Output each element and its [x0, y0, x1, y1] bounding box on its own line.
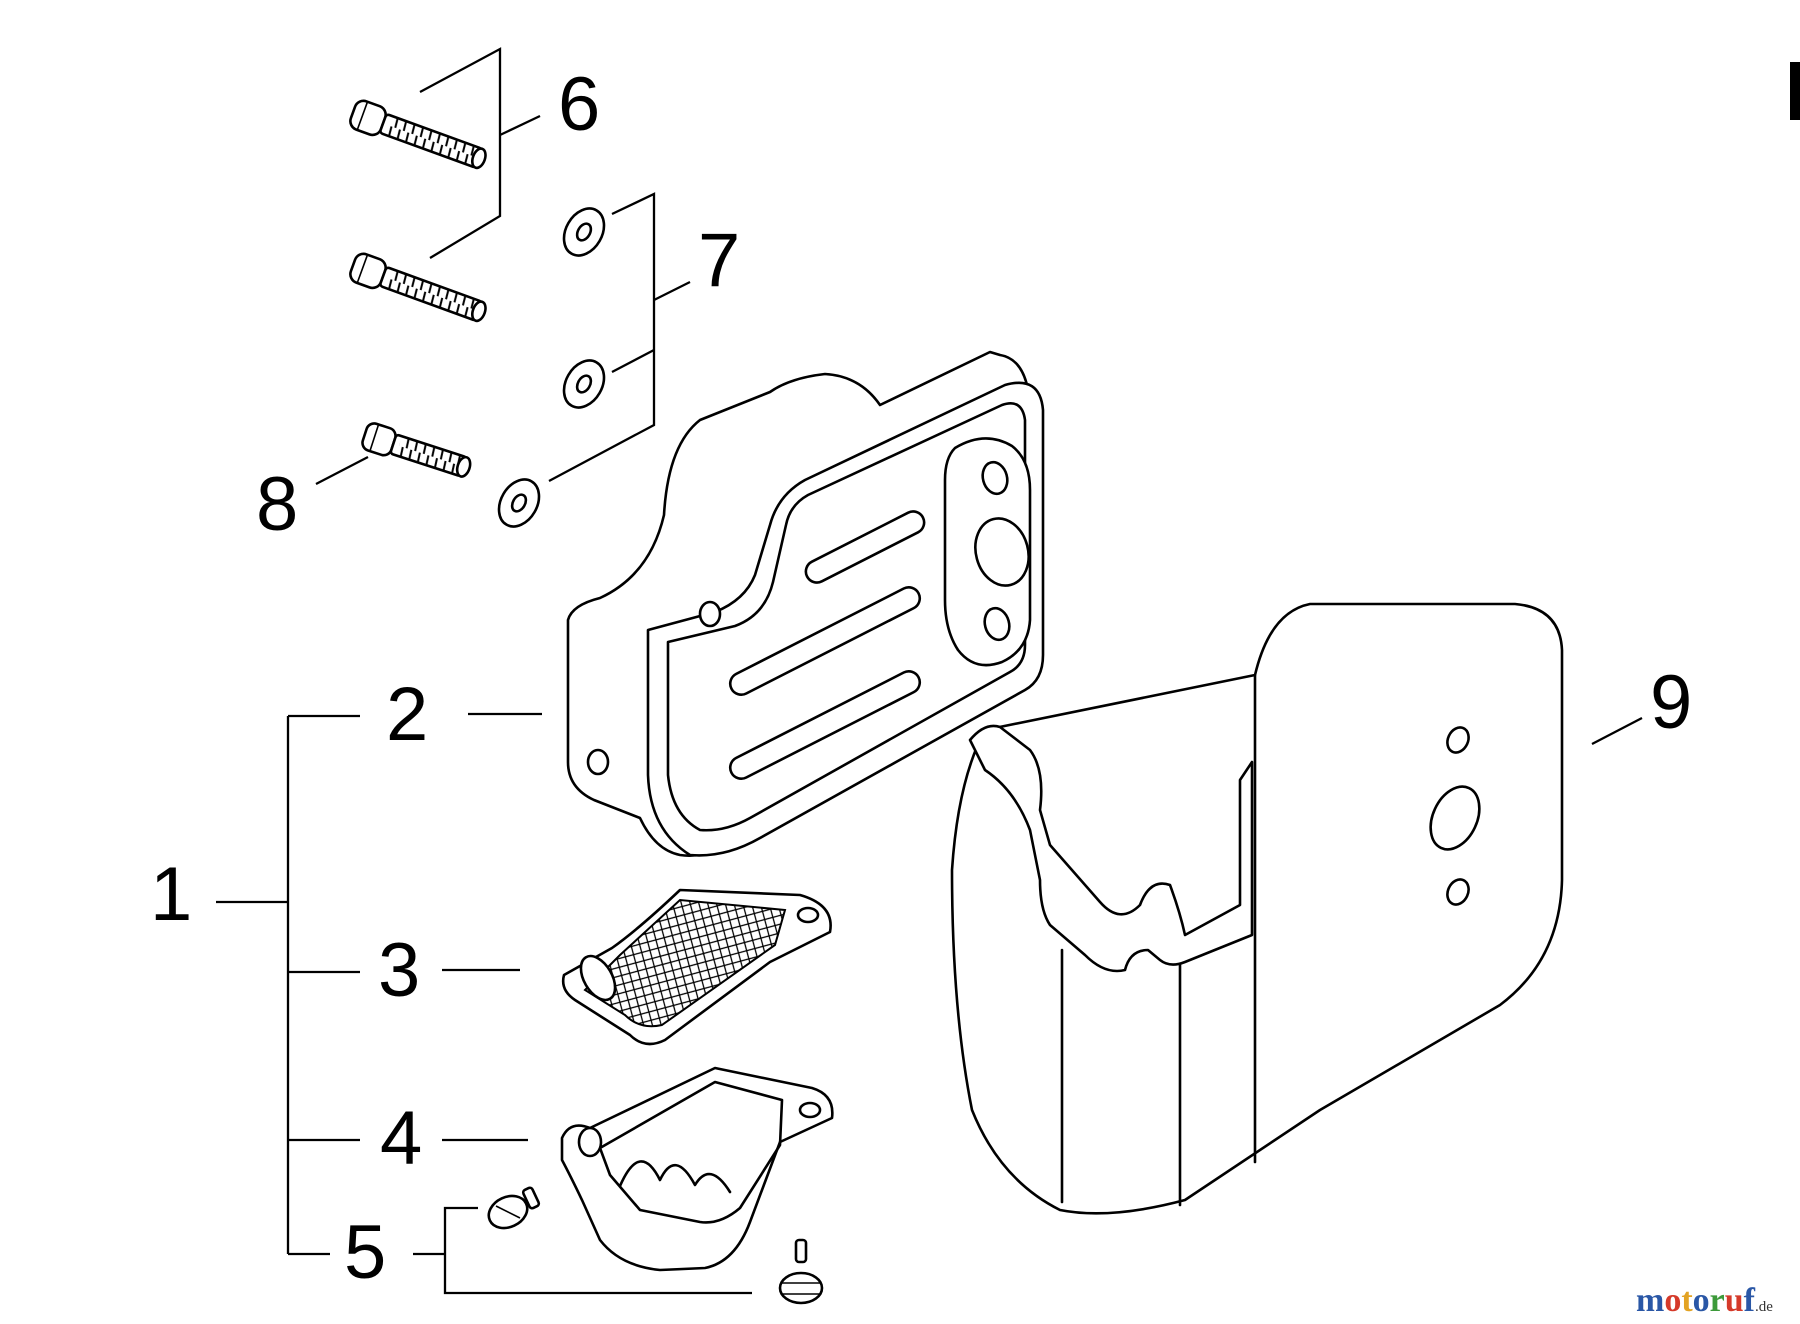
logo-letter: m — [1636, 1282, 1665, 1319]
callout-8: 8 — [256, 462, 298, 547]
logo-letter: o — [1664, 1282, 1682, 1319]
lower-case-4 — [560, 1066, 834, 1272]
leader-9 — [1591, 716, 1643, 746]
screw-5-lower — [778, 1238, 824, 1305]
washer-7-top — [562, 207, 606, 257]
callout-9: 9 — [1650, 660, 1692, 745]
callout-5: 5 — [344, 1210, 386, 1295]
callout-6: 6 — [558, 62, 600, 147]
logo-letter: t — [1681, 1282, 1693, 1319]
leader-7 — [548, 192, 691, 483]
bolt-6-upper — [349, 99, 487, 170]
leader-5 — [413, 1206, 752, 1295]
logo-letter: u — [1724, 1282, 1744, 1319]
callout-4: 4 — [380, 1096, 422, 1181]
callout-1: 1 — [150, 852, 192, 937]
screen-3 — [561, 888, 832, 1046]
logo-letter: r — [1709, 1282, 1725, 1319]
screw-5-upper — [487, 1186, 541, 1230]
washer-7-bottom — [497, 478, 541, 528]
callout-2: 2 — [386, 672, 428, 757]
bolt-6-lower — [349, 252, 487, 323]
logo-letter: f — [1743, 1282, 1755, 1319]
logo-domain: .de — [1755, 1299, 1773, 1315]
leader-8 — [315, 455, 369, 486]
muffler-cover-9 — [950, 602, 1564, 1215]
bolt-8 — [361, 422, 472, 478]
motoruf-logo: motoruf.de — [1636, 1282, 1773, 1320]
callout-3: 3 — [378, 928, 420, 1013]
washer-7-middle — [562, 359, 606, 409]
logo-letter: o — [1692, 1282, 1710, 1319]
edge-marker — [1790, 62, 1800, 120]
leader-6 — [419, 47, 541, 259]
muffler-body-2 — [566, 350, 1045, 857]
callout-7: 7 — [698, 218, 740, 303]
bracket-1 — [216, 714, 360, 1256]
